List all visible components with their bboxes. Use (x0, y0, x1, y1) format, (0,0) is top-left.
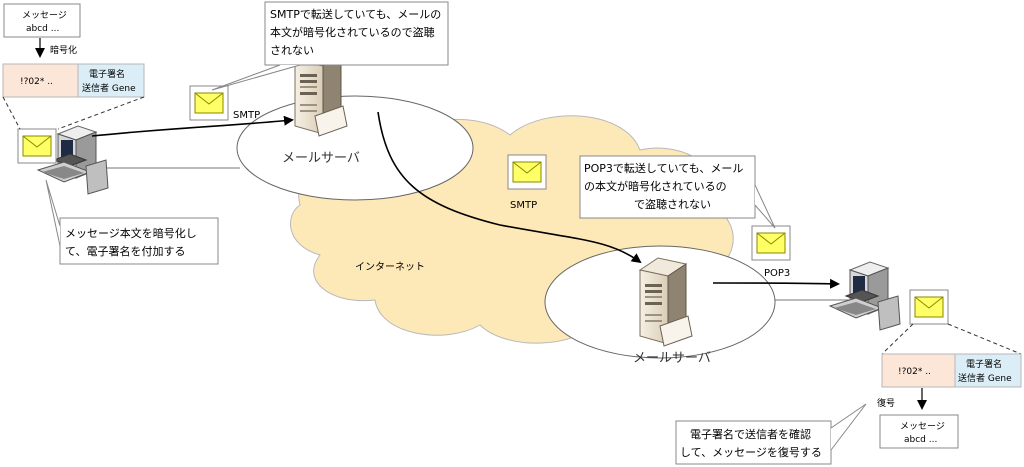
receiver-dashed-left (881, 323, 914, 355)
sender-callout-line2: て、電子署名を付加する (65, 244, 185, 258)
receiver-dashed-right (947, 323, 1022, 355)
sender-signature-line1: 電子署名 (89, 68, 125, 80)
smtp-callout-line2: 本文が暗号化されているので盗聴 (270, 25, 435, 39)
pop3-protocol-label: POP3 (764, 268, 790, 279)
decrypt-label: 復号 (877, 397, 895, 409)
receiver-pc-icon (829, 261, 901, 331)
encrypt-label: 暗号化 (50, 44, 77, 56)
sender-message-box (3, 3, 81, 38)
smtp-callout-box (264, 1, 449, 66)
receiver-signature-box (954, 353, 1022, 388)
pop3-envelope-icon (751, 225, 791, 261)
smtp-server-ellipse (236, 95, 474, 201)
receiver-encrypted-text: !?02* .. (898, 367, 931, 377)
receiver-message-label: メッセージ (900, 421, 945, 432)
sender-signature-line2: 送信者 Gene (82, 82, 136, 94)
internet-label: インターネット (355, 261, 425, 273)
receiver-signature-line2: 送信者 Gene (958, 372, 1012, 384)
sender-envelope-icon (17, 128, 57, 164)
smtp-protocol-label: SMTP (233, 110, 260, 121)
smtp-server-label: メールサーバ (282, 151, 360, 166)
sender-callout-line1: メッセージ本文を暗号化し (65, 226, 197, 240)
receiver-message-box (879, 414, 959, 449)
smtp-envelope-icon (189, 85, 229, 121)
receiver-encrypted-box (881, 353, 956, 388)
sender-callout-pointer (45, 179, 61, 247)
sender-message-body: abcd ... (26, 24, 59, 34)
receiver-message-body: abcd ... (904, 435, 937, 445)
sender-to-smtp-arrow (91, 115, 294, 137)
sender-message-label: メッセージ (22, 10, 67, 21)
pop3-callout-line3: で盗聴されない (634, 198, 711, 211)
pop3-server-icon (639, 257, 693, 347)
pop3-to-receiver-arrow (712, 278, 840, 289)
sender-encrypted-text: !?02* .. (20, 77, 53, 87)
pop3-callout-line1: POP3で転送していても、メール (584, 161, 743, 175)
smtp-callout-line1: SMTPで転送していても、メールの (270, 7, 441, 21)
sender-callout-box (59, 217, 219, 265)
pop3-server-label: メールサーバ (633, 351, 711, 366)
sender-dashed-right (57, 96, 145, 130)
sender-signature-box (77, 63, 145, 98)
receiver-callout-line2: して、メッセージを復号する (680, 446, 822, 459)
sender-encrypted-box (2, 63, 79, 98)
pop3-callout-line2: の本文が暗号化されているの (584, 179, 727, 193)
smtp-callout-pointer (211, 64, 301, 91)
pop3-callout-pointer (754, 184, 776, 229)
internet-protocol-label: SMTP (510, 200, 537, 211)
sender-dashed-left (2, 96, 21, 130)
smtp-to-pop3-arrow (377, 111, 642, 264)
smtp-callout-line3: されない (270, 44, 314, 57)
receiver-callout-line1: 電子署名で送信者を確認 (690, 427, 811, 441)
receiver-envelope-icon (909, 289, 949, 325)
pop3-callout-box (579, 155, 756, 219)
receiver-callout-pointer (830, 403, 867, 451)
receiver-signature-line1: 電子署名 (966, 358, 1002, 370)
internet-envelope-icon (507, 154, 547, 190)
